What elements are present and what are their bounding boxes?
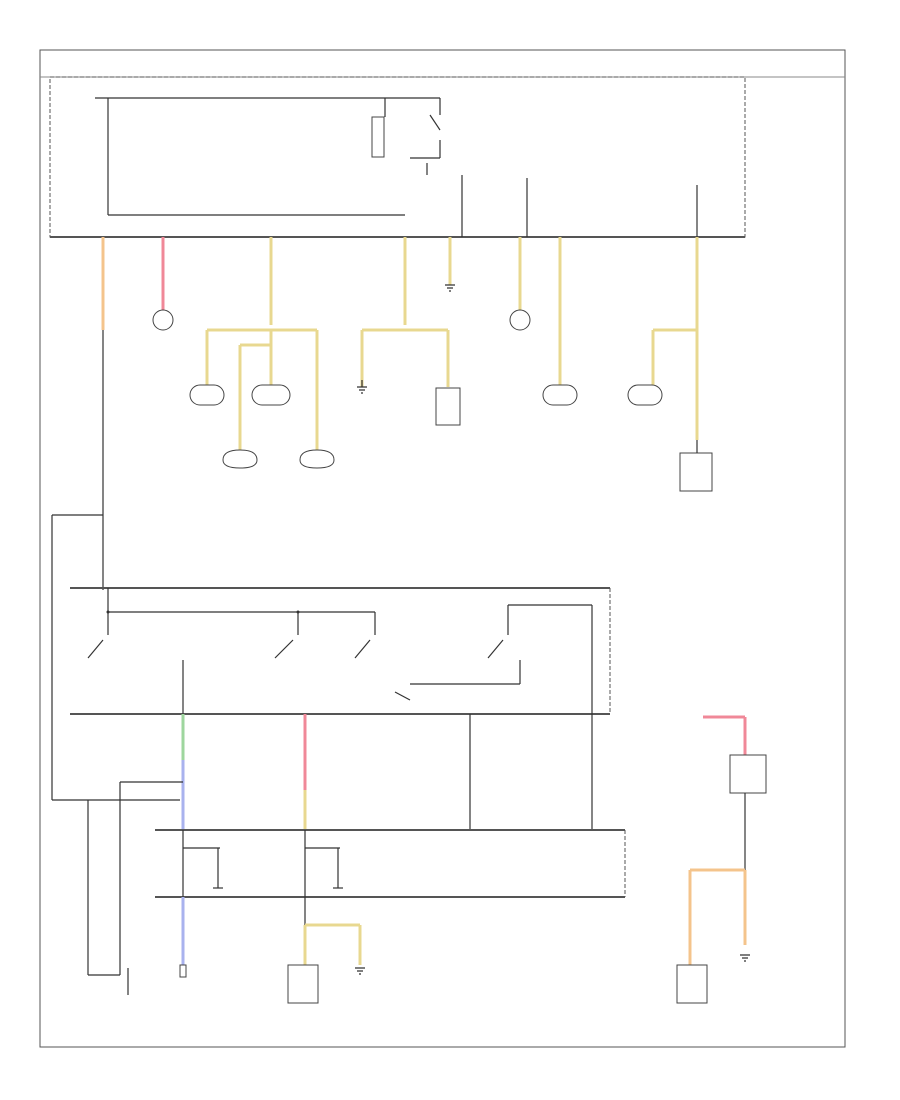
fuse-box-bottom — [155, 829, 626, 898]
fuse-box-top — [49, 76, 746, 238]
components-bottom — [87, 960, 365, 1004]
right-branch — [651, 328, 697, 385]
left-headlamp-branch — [205, 328, 319, 455]
bulbs-row-1 — [152, 309, 713, 492]
grounds-top — [357, 284, 455, 394]
starter-circuit — [676, 715, 767, 1004]
diagram-frame — [39, 49, 846, 1048]
ignition-switch — [70, 587, 611, 715]
center-branch — [360, 328, 450, 387]
